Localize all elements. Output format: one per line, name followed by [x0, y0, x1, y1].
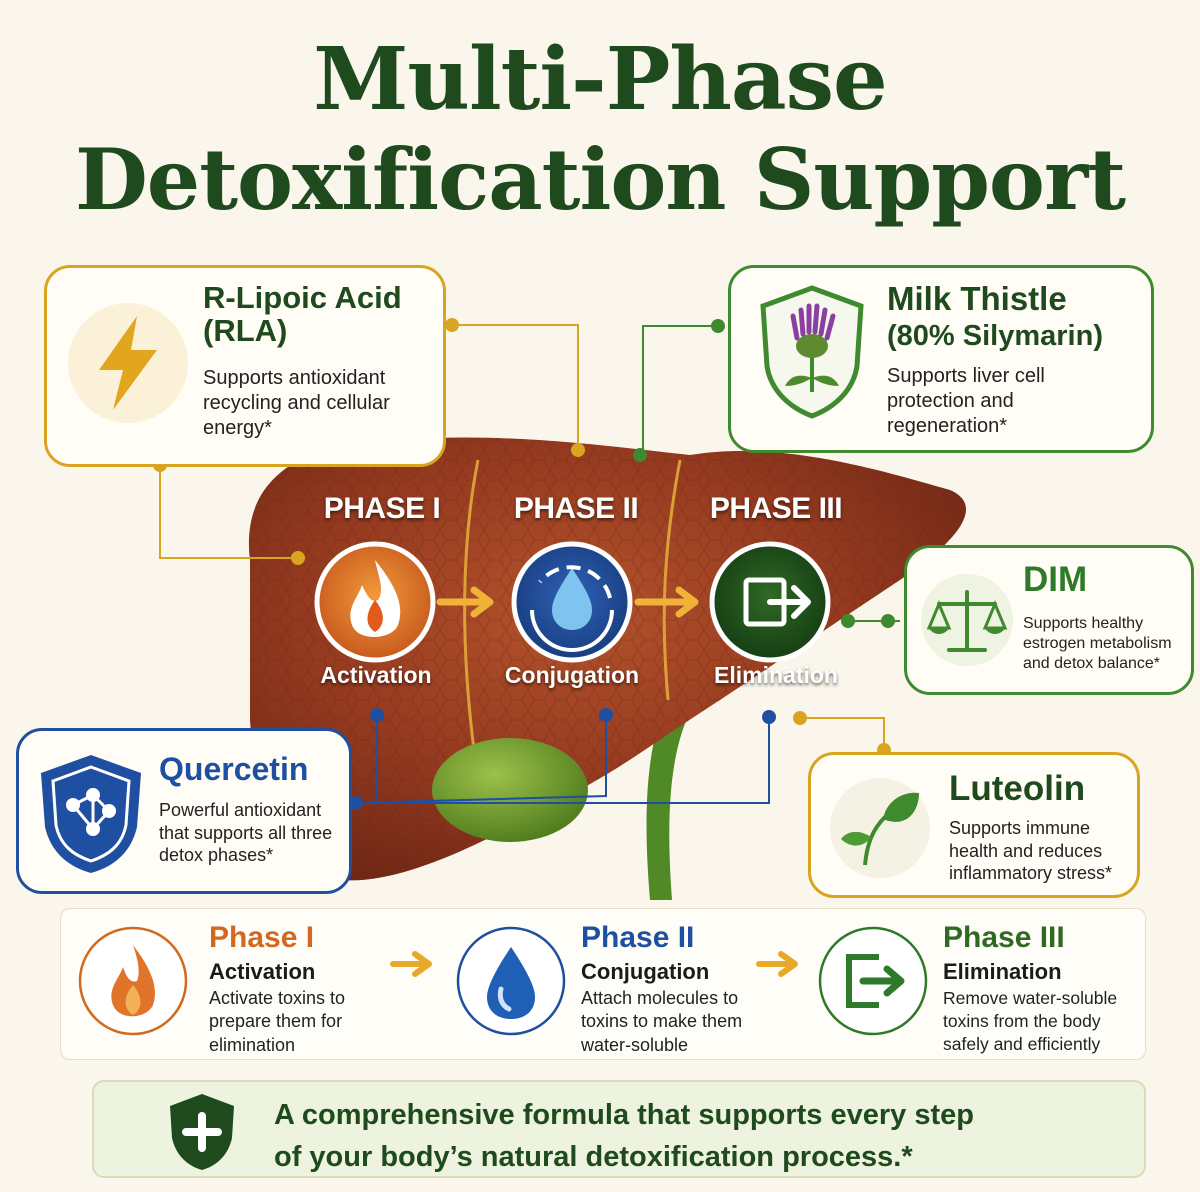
step-2-desc: Attach molecules to toxins to make them …	[581, 988, 743, 1055]
dim-callout: DIM Supports healthy estrogen metabolism…	[904, 545, 1194, 695]
milk-thistle-name-line-2: (80% Silymarin)	[887, 319, 1103, 352]
step-3-exit-arrow-icon	[818, 926, 928, 1036]
molecule-shield-icon	[41, 755, 141, 873]
page-title: Multi-Phase Detoxification Support	[0, 30, 1200, 230]
step-2-title: Phase II	[581, 921, 695, 954]
rla-name-line-1: R-Lipoic Acid	[203, 280, 402, 315]
footer-line-2: of your body’s natural detoxification pr…	[274, 1141, 913, 1174]
step-arrow-2-icon	[756, 951, 798, 977]
liver-phase-3-label: PHASE III	[709, 492, 843, 525]
luteolin-callout: Luteolin Supports immune health and redu…	[808, 752, 1140, 898]
dim-desc: Supports healthy estrogen metabolism and…	[1023, 615, 1172, 672]
step-3-title: Phase III	[943, 921, 1065, 954]
step-1-desc: Activate toxins to prepare them for elim…	[209, 988, 346, 1055]
step-3-desc: Remove water-soluble toxins from the bod…	[943, 988, 1118, 1054]
step-2-sub: Conjugation	[581, 959, 710, 984]
milk-thistle-desc: Supports liver cell protection and regen…	[887, 365, 1045, 437]
step-2-water-drop-icon	[456, 926, 566, 1036]
liver-phase-3-sub: Elimination	[714, 662, 838, 688]
footer-line-1: A comprehensive formula that supports ev…	[274, 1099, 974, 1131]
rla-name-line-2: (RLA)	[203, 312, 288, 348]
luteolin-name: Luteolin	[949, 769, 1086, 808]
rla-callout: R-Lipoic Acid (RLA) Supports antioxidant…	[44, 265, 446, 467]
dim-name: DIM	[1023, 560, 1088, 599]
gallbladder	[432, 738, 588, 842]
quercetin-desc: Powerful antioxidant that supports all t…	[159, 800, 333, 865]
footer-text: A comprehensive formula that supports ev…	[274, 1094, 1134, 1178]
step-1-title: Phase I	[209, 921, 315, 954]
rla-desc: Supports antioxidant recycling and cellu…	[203, 367, 390, 439]
liver-phase-2-label: PHASE II	[513, 492, 639, 525]
liver-phase-1-label: PHASE I	[323, 492, 441, 525]
title-line-2: Detoxification Support	[74, 130, 1126, 229]
leaf-icon	[830, 778, 930, 878]
step-3-sub: Elimination	[943, 959, 1062, 984]
liver-phase-1-sub: Activation	[320, 662, 432, 688]
thistle-shield-icon	[760, 285, 864, 419]
quercetin-callout: Quercetin Powerful antioxidant that supp…	[16, 728, 352, 894]
milk-thistle-name-line-1: Milk Thistle	[887, 280, 1067, 317]
step-1-flame-icon	[78, 926, 188, 1036]
milk-thistle-callout: Milk Thistle (80% Silymarin) Supports li…	[728, 265, 1154, 453]
lightning-bolt-icon	[68, 303, 188, 423]
luteolin-desc: Supports immune health and reduces infla…	[949, 818, 1113, 883]
phase-3-exit-icon	[709, 541, 831, 663]
phase-steps-panel: Phase I Activation Activate toxins to pr…	[60, 908, 1146, 1060]
footer-banner: A comprehensive formula that supports ev…	[92, 1080, 1146, 1178]
phase-1-flame-icon	[314, 541, 436, 663]
step-arrow-1-icon	[390, 951, 432, 977]
shield-plus-icon	[170, 1094, 234, 1170]
step-1-sub: Activation	[209, 959, 316, 984]
balance-scale-icon	[921, 574, 1013, 666]
quercetin-name: Quercetin	[159, 751, 309, 787]
title-line-1: Multi-Phase	[313, 29, 888, 130]
phase-2-drop-icon	[511, 541, 633, 663]
liver-phase-2-sub: Conjugation	[504, 662, 640, 688]
